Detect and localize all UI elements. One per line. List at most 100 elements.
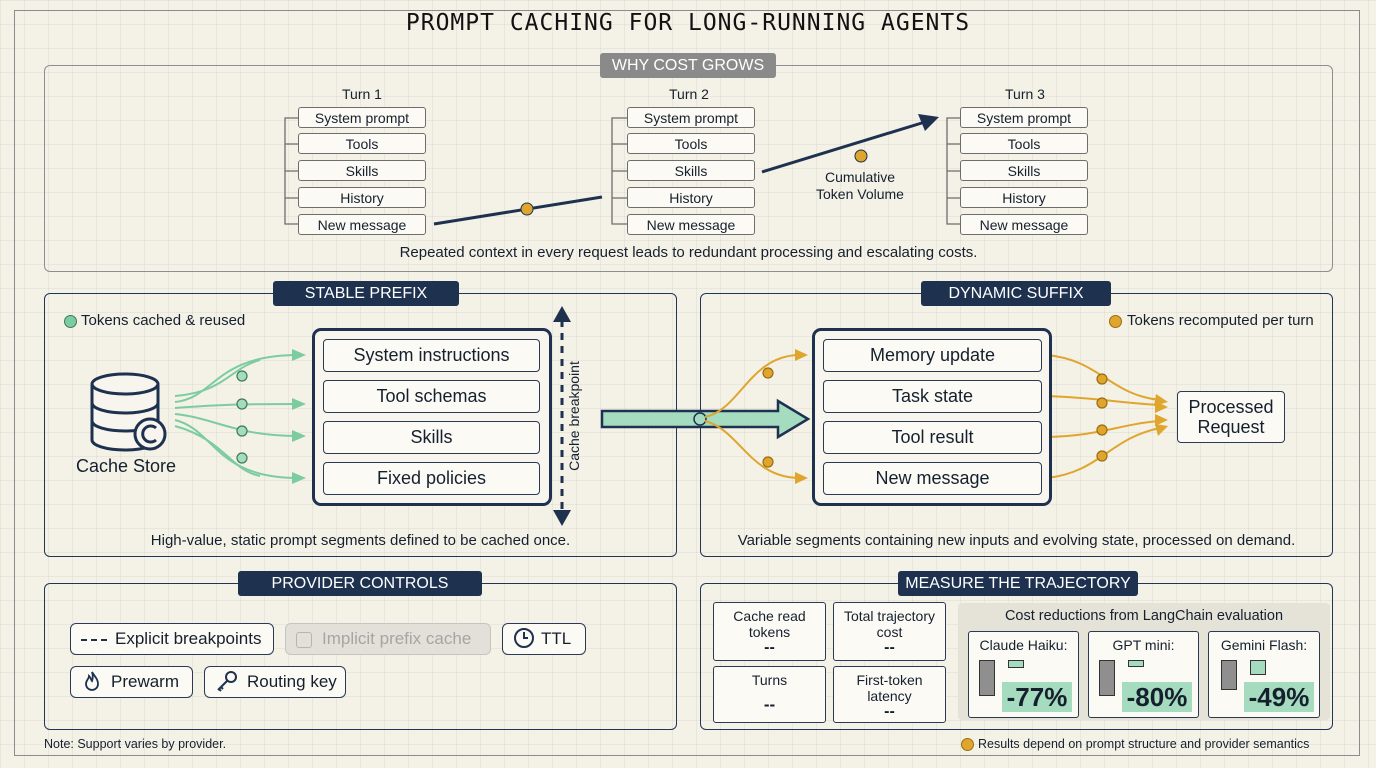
implicit-prefix-cache-control: Implicit prefix cache — [285, 623, 491, 655]
dashed-line-icon — [81, 638, 107, 641]
provider-controls-panel — [44, 583, 677, 730]
cached-legend-text: Tokens cached & reused — [81, 312, 246, 329]
baseline-bar — [1099, 660, 1115, 696]
baseline-bar — [979, 660, 995, 696]
turn-2-history: History — [627, 187, 755, 208]
metric-label: Total trajectory — [843, 608, 936, 624]
clock-icon — [514, 628, 534, 649]
copyright-icon — [133, 417, 167, 451]
metric-turns: Turns -- — [713, 666, 826, 723]
footnote-text: Results depend on prompt structure and p… — [978, 737, 1310, 751]
turn-3-label: Turn 3 — [1005, 86, 1045, 102]
reduction-value: -49% — [1244, 682, 1314, 712]
processed-request-line-1: Processed — [1188, 397, 1274, 417]
segment-new-message: New message — [823, 462, 1042, 495]
growth-dot-1 — [520, 202, 534, 216]
metric-label: Turns — [751, 672, 788, 688]
turn-3-skills: Skills — [960, 160, 1088, 181]
metric-cache-read-tokens: Cache read tokens -- — [713, 602, 826, 661]
turn-1-new-message: New message — [298, 214, 426, 235]
explicit-breakpoints-control[interactable]: Explicit breakpoints — [70, 623, 274, 655]
model-name: Claude Haiku: — [979, 637, 1068, 653]
processed-request-line-2: Request — [1197, 417, 1265, 437]
arrow-label-line-2: Token Volume — [816, 186, 904, 202]
stable-caption: High-value, static prompt segments defin… — [150, 532, 571, 549]
metric-label: latency — [867, 688, 912, 704]
turn-2-new-message: New message — [627, 214, 755, 235]
metric-value: -- — [763, 695, 776, 714]
dynamic-suffix-tab: DYNAMIC SUFFIX — [921, 281, 1111, 306]
explicit-breakpoints-label: Explicit breakpoints — [115, 629, 262, 648]
growth-dot-2 — [854, 149, 868, 163]
segment-skills: Skills — [323, 421, 540, 454]
reduction-value: -80% — [1122, 682, 1192, 712]
turn-2-label: Turn 2 — [669, 86, 709, 102]
prewarm-control[interactable]: Prewarm — [70, 666, 193, 698]
ttl-control[interactable]: TTL — [502, 623, 586, 655]
provider-controls-tab: PROVIDER CONTROLS — [238, 571, 482, 596]
cache-store-label: Cache Store — [75, 456, 177, 476]
segment-system-instructions: System instructions — [323, 339, 540, 372]
turn-3-tools: Tools — [960, 133, 1088, 154]
reduction-value: -77% — [1002, 682, 1072, 712]
model-name: Gemini Flash: — [1220, 637, 1308, 653]
segment-memory-update: Memory update — [823, 339, 1042, 372]
metric-label: Cache read — [733, 608, 806, 624]
turn-1-skills: Skills — [298, 160, 426, 181]
metric-value: -- — [884, 703, 895, 720]
footnote-dot — [961, 738, 974, 751]
segment-tool-schemas: Tool schemas — [323, 380, 540, 413]
implicit-prefix-cache-label: Implicit prefix cache — [322, 629, 472, 648]
turn-1-history: History — [298, 187, 426, 208]
growth-arrowhead — [918, 114, 939, 131]
turn-2-tools: Tools — [627, 133, 755, 154]
routing-key-control[interactable]: Routing key — [204, 666, 346, 698]
turn-2-skills: Skills — [627, 160, 755, 181]
metric-first-token-latency: First-token latency -- — [833, 666, 946, 723]
why-cost-grows-tab: WHY COST GROWS — [600, 53, 776, 78]
model-card-claude-haiku: Claude Haiku: -77% — [968, 631, 1079, 718]
cached-bar — [1128, 660, 1144, 667]
cached-bar — [1250, 660, 1266, 675]
growth-line-2 — [761, 120, 926, 174]
cached-bar — [1008, 660, 1024, 668]
model-name: GPT mini: — [1112, 637, 1175, 653]
recomputed-legend-dot — [1109, 315, 1122, 328]
processed-request-box — [1177, 391, 1285, 443]
why-caption: Repeated context in every request leads … — [399, 244, 978, 261]
turn-3-bracket — [946, 117, 960, 225]
metric-label: First-token — [856, 672, 923, 688]
model-card-gemini-flash: Gemini Flash: -49% — [1208, 631, 1320, 718]
turn-3-new-message: New message — [960, 214, 1088, 235]
measure-tab: MEASURE THE TRAJECTORY — [898, 571, 1138, 596]
baseline-bar — [1221, 660, 1237, 690]
provider-note: Note: Support varies by provider. — [44, 737, 227, 751]
turn-1-system-prompt: System prompt — [298, 107, 426, 128]
ttl-label: TTL — [541, 629, 572, 648]
metric-label: cost — [876, 624, 903, 640]
dynamic-caption: Variable segments containing new inputs … — [737, 532, 1296, 549]
flame-icon — [85, 671, 99, 691]
growth-line-1 — [433, 195, 603, 226]
turn-1-tools: Tools — [298, 133, 426, 154]
metric-value: -- — [764, 639, 775, 656]
cached-legend-dot — [64, 315, 77, 328]
key-icon — [217, 671, 237, 692]
turn-2-system-prompt: System prompt — [627, 107, 755, 128]
page-title: PROMPT CACHING FOR LONG-RUNNING AGENTS — [405, 10, 971, 36]
metric-total-trajectory-cost: Total trajectory cost -- — [833, 602, 946, 661]
turn-2-bracket — [611, 117, 627, 225]
segment-tool-result: Tool result — [823, 421, 1042, 454]
recomputed-legend-text: Tokens recomputed per turn — [1127, 312, 1314, 329]
stable-prefix-tab: STABLE PREFIX — [273, 281, 459, 306]
chip-icon — [296, 631, 312, 648]
model-card-gpt-mini: GPT mini: -80% — [1088, 631, 1199, 718]
cost-reductions-title: Cost reductions from LangChain evaluatio… — [1004, 608, 1284, 624]
turn-3-history: History — [960, 187, 1088, 208]
outer-frame — [14, 10, 1360, 756]
